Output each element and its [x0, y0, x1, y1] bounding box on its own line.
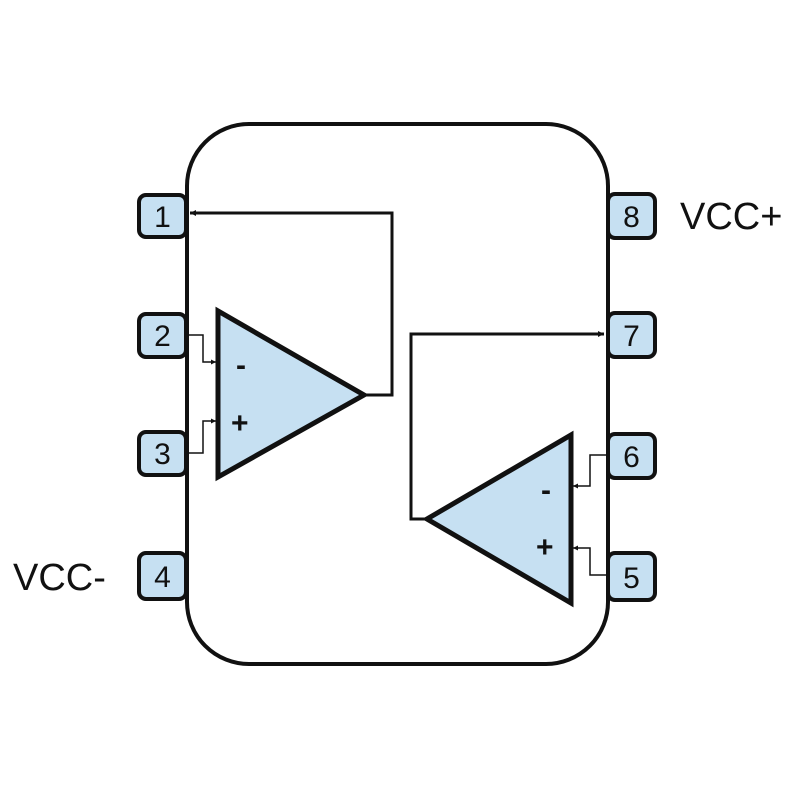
pin-1-box: [137, 193, 188, 239]
pin-1-label: 1: [154, 201, 171, 234]
pin-7-box: [606, 311, 657, 359]
pin-5-wire: [573, 545, 606, 576]
pin-7: 7: [606, 311, 657, 359]
opamp-b-minus-sign: -: [541, 474, 551, 507]
pin-5-label: 5: [623, 562, 640, 595]
pin-8: 8: [606, 192, 657, 240]
opamp-b-plus-sign: +: [536, 531, 554, 564]
vcc-plus-label: VCC+: [680, 196, 782, 238]
opamp-b: - +: [422, 430, 574, 608]
opamp-a: - +: [215, 306, 370, 482]
pin-2-label: 2: [154, 320, 171, 353]
pin-6: 6: [606, 432, 657, 480]
pin-2: 2: [137, 312, 188, 359]
pin-2-wire: [188, 334, 216, 365]
pin-7-label: 7: [623, 320, 640, 353]
pin-2-box: [137, 312, 188, 359]
pin-6-box: [606, 432, 657, 480]
pin-3-box: [137, 430, 188, 477]
opamp-b-triangle: [422, 430, 574, 608]
pin-5: 5: [606, 551, 657, 602]
pin-1: 1: [137, 193, 188, 239]
opamp-a-plus-sign: +: [231, 407, 249, 440]
pin-6-label: 6: [623, 441, 640, 474]
pin-6-wire: [573, 454, 606, 489]
pin-8-label: 8: [623, 201, 640, 234]
pin-8-box: [606, 192, 657, 240]
vcc-minus-label: VCC-: [13, 557, 106, 599]
pin-4: 4: [137, 551, 188, 601]
pin-5-box: [606, 551, 657, 602]
opamp-a-output-wire: [190, 210, 394, 397]
pin-4-box: [137, 551, 188, 601]
opamp-a-minus-sign: -: [236, 349, 246, 382]
pin-3: 3: [137, 430, 188, 477]
opamp-b-output-wire: [409, 331, 604, 521]
pin-3-label: 3: [154, 438, 171, 471]
pin-4-label: 4: [154, 561, 171, 594]
pin-3-wire: [188, 418, 216, 454]
opamp-a-triangle: [215, 306, 370, 482]
